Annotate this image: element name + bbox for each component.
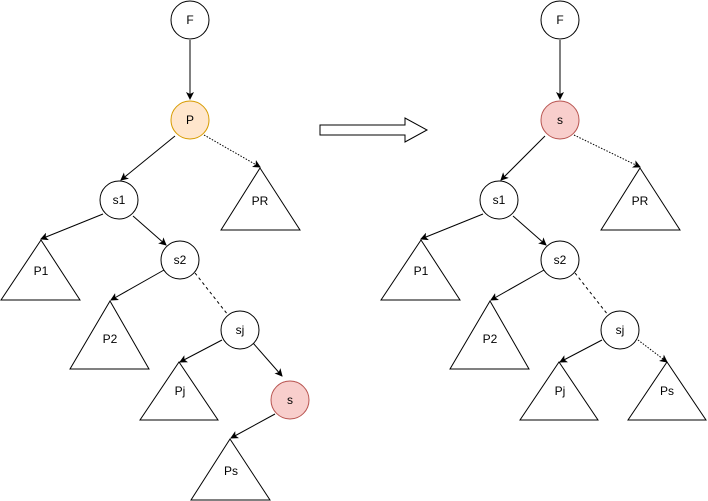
edge-s2-p2 (490, 269, 545, 301)
node-s2-label: s2 (174, 253, 187, 267)
node-sj-label: sj (616, 323, 625, 337)
subtree-p2 (69, 300, 150, 370)
node-s2-label: s2 (554, 253, 567, 267)
node-s1 (99, 180, 139, 220)
subtree-ps-label: Ps (660, 384, 674, 398)
edge-sj-s (252, 342, 283, 377)
node-p-parent (170, 100, 210, 140)
subtree-pr (600, 167, 681, 231)
subtree-pj-label: Pj (175, 384, 186, 398)
edge-s2-sj-dashed (574, 272, 609, 316)
subtree-p2 (449, 300, 530, 370)
transform-arrow (319, 117, 429, 143)
edge-s1-p1 (420, 213, 484, 241)
edge-p-pr (203, 134, 261, 168)
node-f (540, 0, 580, 40)
node-s2 (540, 240, 580, 280)
node-sj (220, 310, 260, 350)
after-tree: PR P1 P2 Pj Ps F s s1 s2 sj (380, 0, 707, 421)
subtree-pj (139, 361, 219, 421)
node-s2 (160, 240, 200, 280)
subtree-pj (519, 361, 599, 421)
node-f-label: F (556, 13, 563, 27)
node-s1-label: s1 (493, 193, 506, 207)
subtree-p1-label: P1 (414, 264, 429, 278)
node-s1 (479, 180, 519, 220)
edge-sj-pj (179, 339, 223, 363)
node-p-label: P (186, 113, 194, 127)
edge-s1-s2 (512, 215, 547, 246)
before-tree: PR P1 P2 Pj Ps F P s1 s2 sj s (0, 0, 310, 501)
node-f (170, 0, 210, 40)
node-s-successor (270, 380, 310, 420)
subtree-ps (627, 361, 707, 421)
subtree-p1 (0, 239, 81, 301)
edge-s2-p2 (110, 269, 165, 301)
edge-p-s1 (120, 135, 176, 181)
edge-s-pr (573, 134, 641, 168)
node-f-label: F (186, 13, 193, 27)
subtree-p1-label: P1 (34, 264, 49, 278)
edge-sj-pj (559, 339, 603, 363)
edge-s1-p1 (40, 213, 104, 241)
edge-s-s1 (500, 135, 546, 181)
edge-s2-sj-dashed (194, 272, 229, 316)
node-s1-label: s1 (113, 193, 126, 207)
node-s-successor (540, 100, 580, 140)
node-sj-label: sj (236, 323, 245, 337)
node-s-label: s (557, 113, 563, 127)
edge-sj-ps (637, 339, 668, 363)
node-sj (600, 310, 640, 350)
subtree-pr-label: PR (632, 194, 649, 208)
edge-s-ps (230, 413, 276, 439)
subtree-ps-label: Ps (224, 464, 238, 478)
subtree-p1 (380, 239, 461, 301)
subtree-pr (220, 167, 301, 231)
node-s-label: s (287, 393, 293, 407)
subtree-pj-label: Pj (555, 384, 566, 398)
subtree-ps (190, 438, 271, 501)
subtree-p2-label: P2 (103, 332, 118, 346)
subtree-pr-label: PR (252, 194, 269, 208)
subtree-p2-label: P2 (483, 332, 498, 346)
edge-s1-s2 (132, 215, 167, 246)
